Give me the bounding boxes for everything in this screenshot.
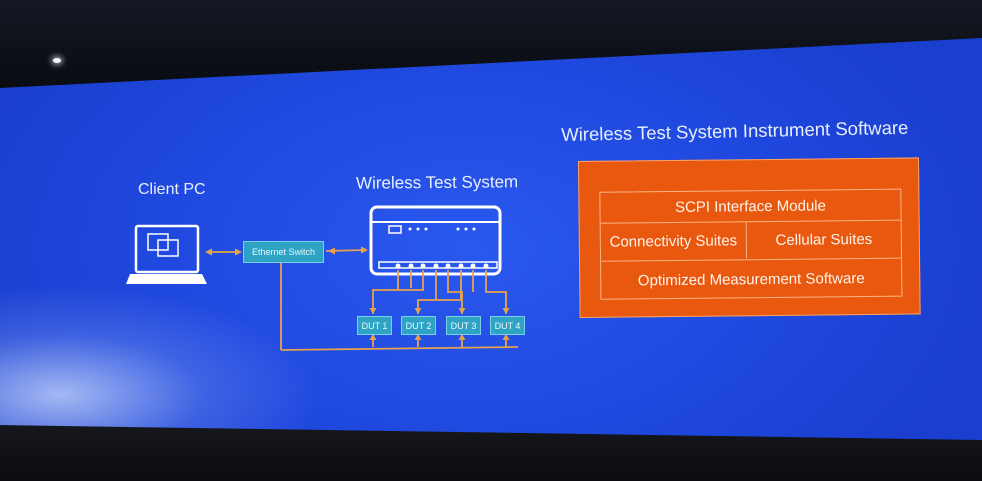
- ethernet-switch-label: Ethernet Switch: [251, 247, 316, 257]
- dut-box: DUT 3: [446, 316, 481, 335]
- cellular-suites: Cellular Suites: [775, 230, 873, 249]
- dut-label: DUT 1: [361, 320, 388, 331]
- dut-label: DUT 2: [405, 320, 432, 331]
- connectivity-suites: Connectivity Suites: [600, 222, 748, 260]
- optimized-measurement-software: Optimized Measurement Software: [601, 257, 902, 300]
- scpi-module: SCPI Interface Module: [600, 189, 901, 224]
- ethernet-switch-box: Ethernet Switch: [243, 241, 324, 263]
- client-pc-label: Client PC: [138, 181, 206, 198]
- ceiling-light: [53, 58, 61, 63]
- laptop-icon: [126, 224, 207, 284]
- dut-box: DUT 1: [357, 316, 392, 335]
- dut-box: DUT 4: [490, 316, 525, 335]
- software-stack-panel: SCPI Interface Module Connectivity Suite…: [578, 157, 921, 318]
- wireless-test-system-label: Wireless Test System: [355, 172, 519, 193]
- dut-label: DUT 3: [450, 320, 477, 331]
- test-system-ports: [395, 227, 489, 269]
- dut-box: DUT 2: [401, 316, 436, 335]
- software-module-grid: SCPI Interface Module Connectivity Suite…: [599, 188, 903, 300]
- dut-label: DUT 4: [494, 320, 521, 331]
- connector-lines: [208, 249, 519, 351]
- arrow-heads: [205, 246, 510, 340]
